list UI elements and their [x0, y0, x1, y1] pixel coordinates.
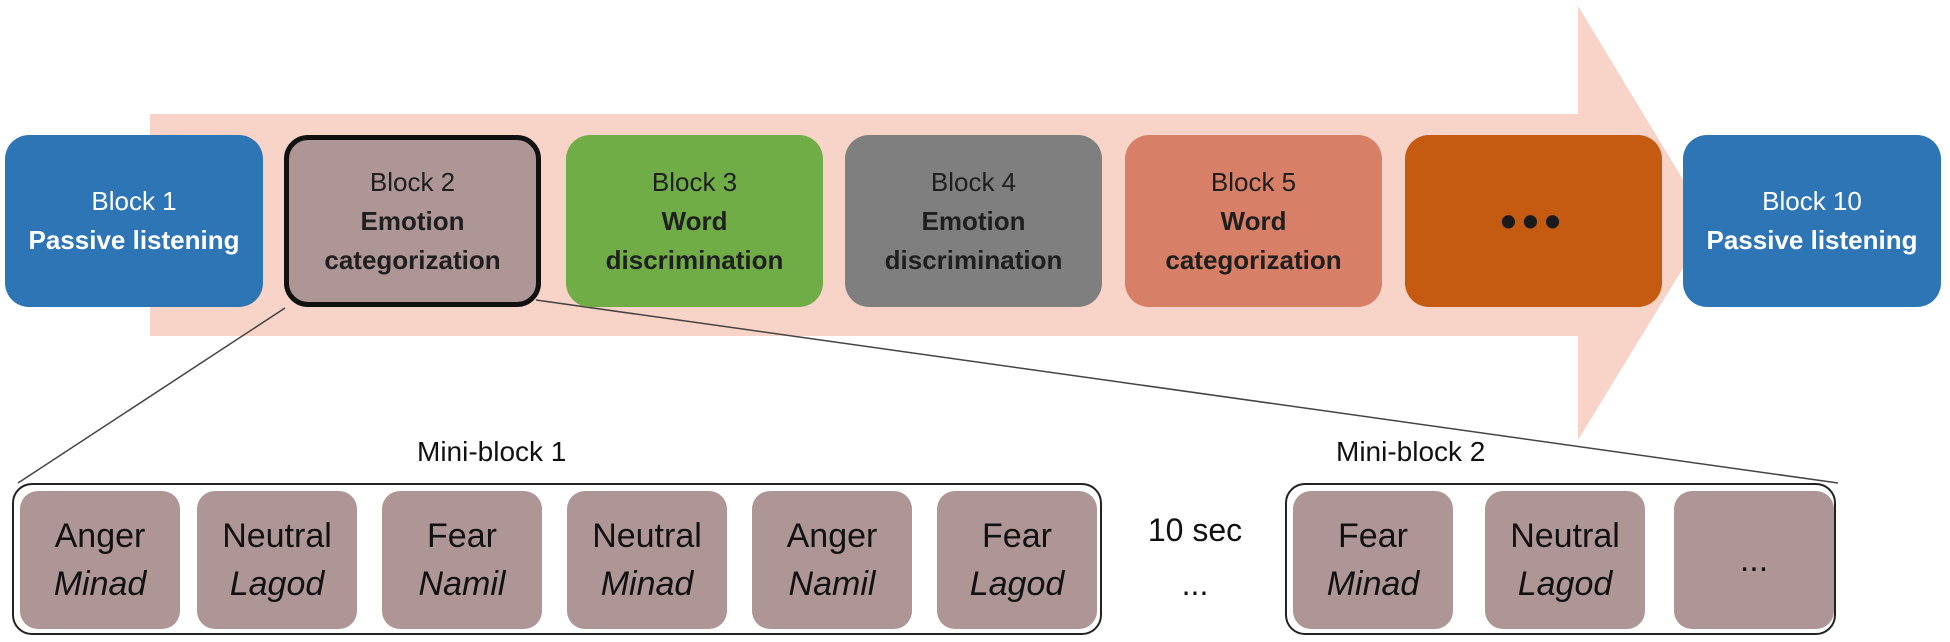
trial: Neutral Lagod — [197, 491, 357, 629]
trial-word: Lagod — [1517, 565, 1613, 603]
mini-block-1-frame — [12, 483, 1102, 635]
block-task: Passive listening — [1706, 225, 1918, 255]
trial: Fear Lagod — [937, 491, 1097, 629]
trial-emotion: Neutral — [1510, 517, 1620, 555]
trial-emotion: Neutral — [222, 517, 332, 555]
block-label: Block 4 — [930, 166, 1017, 197]
trial-emotion: Fear — [1338, 517, 1408, 555]
trial-word: Minad — [1326, 565, 1420, 603]
trial-emotion: Anger — [786, 517, 878, 555]
trial-ellipsis: ... — [1739, 541, 1769, 579]
block-label: Block 1 — [91, 186, 177, 216]
trial-emotion: Fear — [427, 517, 497, 555]
trial-word: Minad — [600, 565, 694, 603]
block-label: Block 10 — [1762, 186, 1862, 216]
block-10: Block 10 Passive listening — [1683, 135, 1941, 307]
trial-emotion: Fear — [982, 517, 1052, 555]
trial-word: Namil — [788, 565, 876, 603]
interval-ellipsis: ... — [1181, 566, 1209, 602]
mini-block-2-title: Mini-block 2 — [1336, 436, 1486, 467]
trial-emotion: Neutral — [592, 517, 702, 555]
block-more: ••• — [1405, 135, 1662, 307]
block-label: Block 2 — [369, 166, 456, 197]
trial-more: ... — [1674, 491, 1834, 629]
trial: Fear Minad — [1293, 491, 1453, 629]
trial-word: Minad — [53, 565, 147, 603]
trial: Anger Namil — [752, 491, 912, 629]
mini-block-1-title: Mini-block 1 — [417, 436, 567, 467]
trial-word: Namil — [418, 565, 506, 603]
trial: Neutral Minad — [567, 491, 727, 629]
trial-emotion: Anger — [54, 517, 146, 555]
block-label: Block 5 — [1210, 166, 1297, 197]
trial-word: Lagod — [229, 565, 325, 603]
block-label: Block 3 — [651, 166, 738, 197]
trial: Fear Namil — [382, 491, 542, 629]
interval-duration: 10 sec — [1147, 512, 1243, 548]
block-1: Block 1 Passive listening — [5, 135, 263, 307]
trial: Anger Minad — [20, 491, 180, 629]
block-task: Passive listening — [28, 225, 240, 255]
ellipsis-icon: ••• — [1500, 195, 1567, 247]
trial: Neutral Lagod — [1485, 491, 1645, 629]
zoom-line-left — [17, 307, 286, 484]
trial-word: Lagod — [969, 565, 1065, 603]
zoom-line-right — [535, 299, 1839, 484]
